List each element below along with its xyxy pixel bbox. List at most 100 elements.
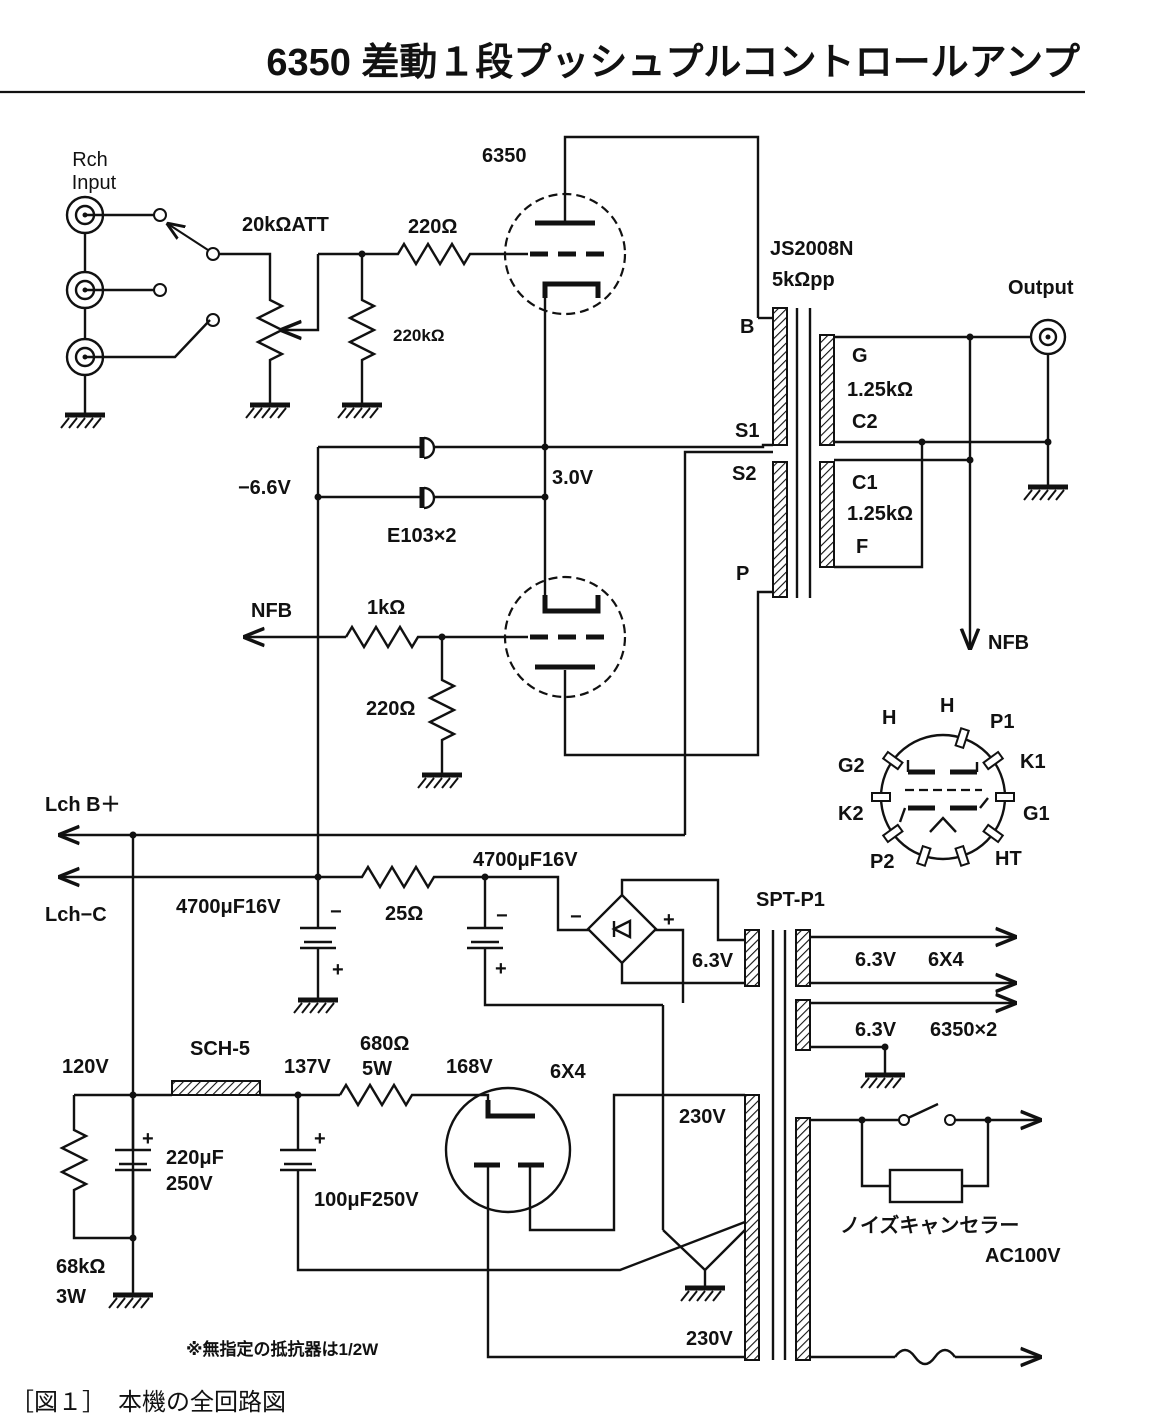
socket-pin (954, 844, 971, 868)
ground-symbol (293, 997, 338, 1014)
ac100-label: AC100V (985, 1245, 1061, 1267)
pt-name-label: SPT-P1 (756, 889, 825, 911)
cap1-plus: + (332, 959, 344, 981)
ot-c1-label: C1 (852, 472, 878, 494)
grid-leak-resistor (347, 250, 377, 405)
rect-tube-label: 6X4 (550, 1061, 586, 1083)
bridge-plus: + (663, 909, 675, 931)
pin-h-top: H (940, 695, 954, 717)
choke-label: SCH-5 (190, 1038, 250, 1060)
pin-g1: G1 (1023, 803, 1050, 825)
cathode-voltage-label: 3.0V (552, 467, 594, 489)
pin-k1: K1 (1020, 751, 1046, 773)
resistor-note: ※無指定の抵抗器は1/2W (186, 1339, 379, 1359)
bias-resistor-label: 25Ω (385, 903, 423, 925)
v230b-label: 230V (686, 1328, 733, 1350)
page-title: 6350 差動１段プッシュプルコントロールアンプ (266, 42, 1080, 84)
bias-cap1-label: 4700μF16V (176, 896, 281, 918)
power-transformer (744, 930, 1015, 1361)
c100-label: 100μF250V (314, 1189, 419, 1211)
socket-pin (871, 792, 891, 802)
socket-pin (915, 844, 932, 868)
socket-pin (881, 750, 904, 771)
ground-symbol (680, 1285, 725, 1302)
pin-p2: P2 (870, 851, 894, 873)
att-label: 20kΩATT (242, 214, 329, 236)
heater1-volt-label: 6.3V (855, 949, 897, 971)
grid-leak-label: 220kΩ (393, 326, 444, 345)
att-potentiometer[interactable] (255, 252, 362, 405)
nfb-resistor-label: 1kΩ (367, 597, 405, 619)
tube-6350-upper (503, 135, 760, 447)
noise-canceller-label: ノイズキャンセラー (840, 1213, 1019, 1237)
ot-c2-label: C2 (852, 411, 878, 433)
ot-imp-label: 5kΩpp (772, 269, 835, 291)
ot-f-label: F (856, 536, 868, 558)
grid-stopper-resistor (362, 241, 528, 267)
ground-symbol (1023, 484, 1068, 501)
r680-label-1: 680Ω (360, 1033, 409, 1055)
ground-symbol (60, 412, 105, 429)
output-label: Output (1008, 277, 1074, 299)
v137-label: 137V (284, 1056, 331, 1078)
nfb-out-label: NFB (988, 632, 1029, 654)
pin-h-left: H (882, 707, 896, 729)
heater2-name-label: 6350×2 (930, 1019, 997, 1041)
tube-pinout-diagram (879, 733, 1007, 861)
r68k-label-2: 3W (56, 1286, 86, 1308)
ot-b-label: B (740, 316, 754, 338)
socket-pin (982, 750, 1005, 771)
socket-pin (881, 823, 904, 844)
v120-label: 120V (62, 1056, 109, 1078)
cap2-plus: + (495, 958, 507, 980)
rch-label: Rch (72, 149, 108, 171)
bias-supply (300, 864, 745, 1230)
v168-label: 168V (446, 1056, 493, 1078)
r68k-label-1: 68kΩ (56, 1256, 105, 1278)
heater1-name-label: 6X4 (928, 949, 964, 971)
lch-c-label: Lch−C (45, 904, 107, 926)
ground-symbol (860, 1072, 905, 1089)
socket-pin (954, 726, 971, 750)
c100-plus: + (314, 1128, 326, 1150)
c220-label-2: 250V (166, 1173, 213, 1195)
pin-p1: P1 (990, 711, 1014, 733)
ot-g-label: G (852, 345, 868, 367)
pin-g2: G2 (838, 755, 865, 777)
ot-p-label: P (736, 563, 749, 585)
hv-supply (59, 1080, 746, 1359)
ground-symbol (417, 772, 462, 789)
ot-sec1-label: 1.25kΩ (847, 379, 913, 401)
r680-label-2: 5W (362, 1058, 392, 1080)
ground-symbol (337, 402, 382, 419)
socket-pin (995, 792, 1015, 802)
figure-caption: ［図１］ 本機の全回路図 (10, 1389, 286, 1416)
output-transformer (545, 307, 835, 835)
bias-cap2-label: 4700μF16V (473, 849, 578, 871)
c220-plus: + (142, 1128, 154, 1150)
rch-input-jacks (65, 195, 211, 415)
grid2-resistor-label: 220Ω (366, 698, 415, 720)
diode-label: E103×2 (387, 525, 457, 547)
v230a-label: 230V (679, 1106, 726, 1128)
pin-ht: HT (995, 848, 1022, 870)
ac-primary (810, 1102, 1040, 1364)
ot-name-label: JS2008N (770, 238, 853, 260)
pin-k2: K2 (838, 803, 864, 825)
heater2-volt-label: 6.3V (855, 1019, 897, 1041)
cap2-minus: − (496, 905, 508, 927)
bridge-minus: − (570, 906, 582, 928)
pt-63-label: 6.3V (692, 950, 734, 972)
nfb-in-label: NFB (251, 600, 292, 622)
ot-s2-label: S2 (732, 463, 756, 485)
ot-s1-label: S1 (735, 420, 759, 442)
ground-symbol (245, 402, 290, 419)
socket-pin (982, 823, 1005, 844)
ground-symbol (108, 1292, 153, 1309)
bias-voltage-label: −6.6V (238, 477, 291, 499)
pinout-elements (898, 760, 989, 833)
input-selector-switch[interactable] (153, 208, 272, 327)
bias-diodes (314, 436, 549, 877)
lch-b-label: Lch B＋ (45, 794, 121, 816)
